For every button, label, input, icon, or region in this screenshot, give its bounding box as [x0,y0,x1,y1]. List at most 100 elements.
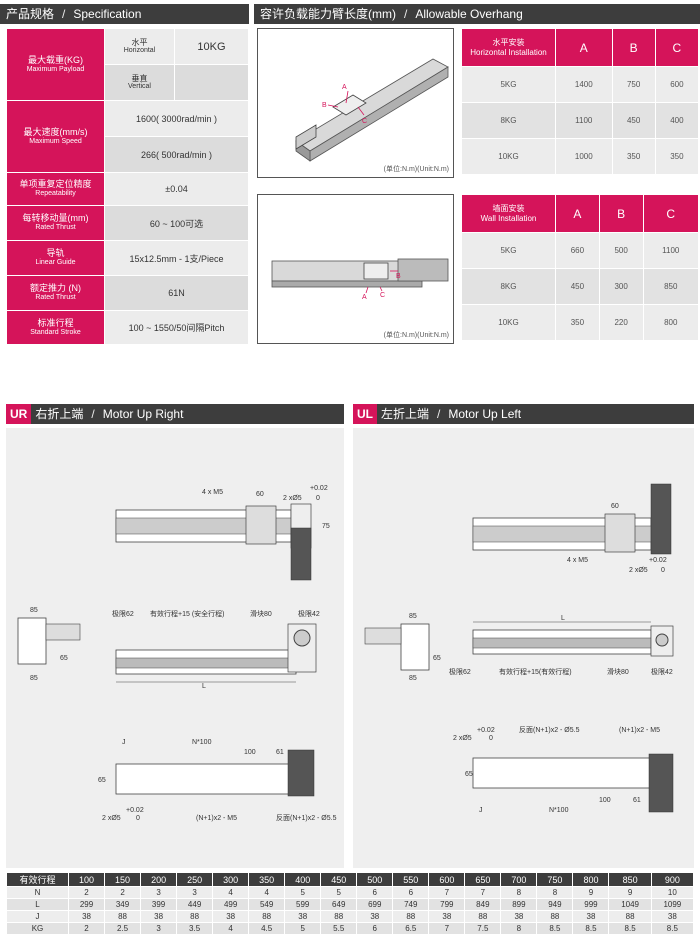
stroke-cell: 3.5 [176,922,214,935]
ur-d75: 75 [322,523,330,530]
ul-d60: 60 [611,503,619,510]
stroke-cell: 88 [248,910,286,923]
speed-label: 最大速度(mm/s)Maximum Speed [6,100,105,173]
ur-d100: 100 [244,749,256,756]
ur-m5n: (N+1)x2 - M5 [196,815,237,822]
horizontal-kg: 5KG [461,66,556,103]
ul-d61: 61 [633,797,641,804]
ul-2x5-b: 2 xØ5 [453,735,472,742]
stroke-row-label: N [6,886,69,899]
ur-tol-plus-b: +0.02 [126,807,144,814]
stroke-cell: 2 [67,886,106,899]
wall-cell: 350 [555,304,600,341]
stroke-cell: 38 [67,910,106,923]
stroke-cell: 88 [104,910,142,923]
payload-label: 最大载重(KG)Maximum Payload [6,28,105,101]
stroke-cell: 5 [284,922,322,935]
ur-code: UR [6,404,32,424]
stroke-cell: 599 [284,898,322,911]
ur-2x5: 2 xØ5 [283,495,302,502]
horizontal-cell: 1100 [555,102,613,139]
stroke-cell: 2 [104,886,142,899]
stroke-col: 800 [572,872,610,887]
ul-eff: 有效行程+15(有效行程) [499,667,572,676]
stroke-cell: 4.5 [248,922,286,935]
wall-col-B: B [598,194,644,233]
ur-drawing-panel: 4 x M5 60 2 xØ5 +0.02 0 75 极限62 有效行程+15 … [6,428,344,868]
horizontal-kg: 8KG [461,102,556,139]
stroke-cell: 88 [536,910,574,923]
stroke-cell: 38 [572,910,610,923]
ul-tol-zero: 0 [661,567,665,574]
wall-kg: 5KG [461,232,556,269]
ul-tol-plus: +0.02 [649,557,667,564]
ur-slider: 滑块80 [250,609,272,618]
stroke-cell: 38 [356,910,394,923]
label-a-wall: A [362,294,367,301]
stroke-value: 100 ~ 1550/50间隔Pitch [104,310,249,345]
ur-lim42: 极限42 [298,609,320,618]
wall-actuator-illustration: A B C [271,258,449,301]
stroke-col: 600 [428,872,466,887]
ur-J: J [122,739,126,746]
wall-kg: 8KG [461,268,556,305]
stroke-cell: 5 [320,886,358,899]
stroke-cell: 88 [392,910,430,923]
stroke-cell: 299 [67,898,106,911]
horizontal-col-B: B [611,28,656,67]
stroke-col: 850 [608,872,652,887]
horizontal-value: 10KG [174,28,249,65]
stroke-col: 500 [356,872,394,887]
stroke-cell: 88 [464,910,502,923]
stroke-cell: 699 [356,898,394,911]
ul-lim42: 极限42 [651,667,673,676]
ul-technical-drawing: 60 4 x M5 +0.02 2 xØ5 0 L 极限62 有效行程+15(有… [364,483,674,814]
ur-back: 反面(N+1)x2 - Ø5.5 [276,813,337,822]
ur-2x5-b: 2 xØ5 [102,815,121,822]
ul-d85: 85 [409,613,417,620]
stroke-col: 650 [464,872,502,887]
stroke-cell: 349 [104,898,142,911]
stroke-cell: 949 [536,898,574,911]
stroke-col: 350 [248,872,286,887]
ur-m5: 4 x M5 [202,489,223,496]
spec-title-en: Specification [73,7,142,21]
stroke-cell: 38 [650,910,695,923]
stroke-cell: 7 [428,886,466,899]
stroke-cell: 10 [650,886,695,899]
ul-d85-b: 85 [409,675,417,682]
stroke-cell: 8.5 [650,922,695,935]
horizontal-col-C: C [654,28,700,67]
unit-label-1: (单位:N.m)(Unit:N.m) [383,166,449,173]
stroke-cell: 649 [320,898,358,911]
horizontal-cell: 1000 [555,138,613,175]
horizontal-actuator-illustration: A B C [295,58,449,162]
ur-eff: 有效行程+15 (安全行程) [150,609,224,618]
ul-tol-plus-b: +0.02 [477,727,495,734]
ul-d65-b: 65 [465,771,473,778]
wall-cell: 450 [555,268,600,305]
ur-d61: 61 [276,749,284,756]
stroke-cell: 6.5 [392,922,430,935]
stroke-cell: 1099 [650,898,695,911]
rthrust-label: 额定推力 (N)Rated Thrust [6,275,105,311]
stroke-cell: 749 [392,898,430,911]
ul-title-en: Motor Up Left [448,407,522,421]
ur-N100: N*100 [192,739,212,746]
stroke-cell: 1049 [608,898,652,911]
stroke-cell: 8 [500,886,538,899]
stroke-cell: 38 [500,910,538,923]
